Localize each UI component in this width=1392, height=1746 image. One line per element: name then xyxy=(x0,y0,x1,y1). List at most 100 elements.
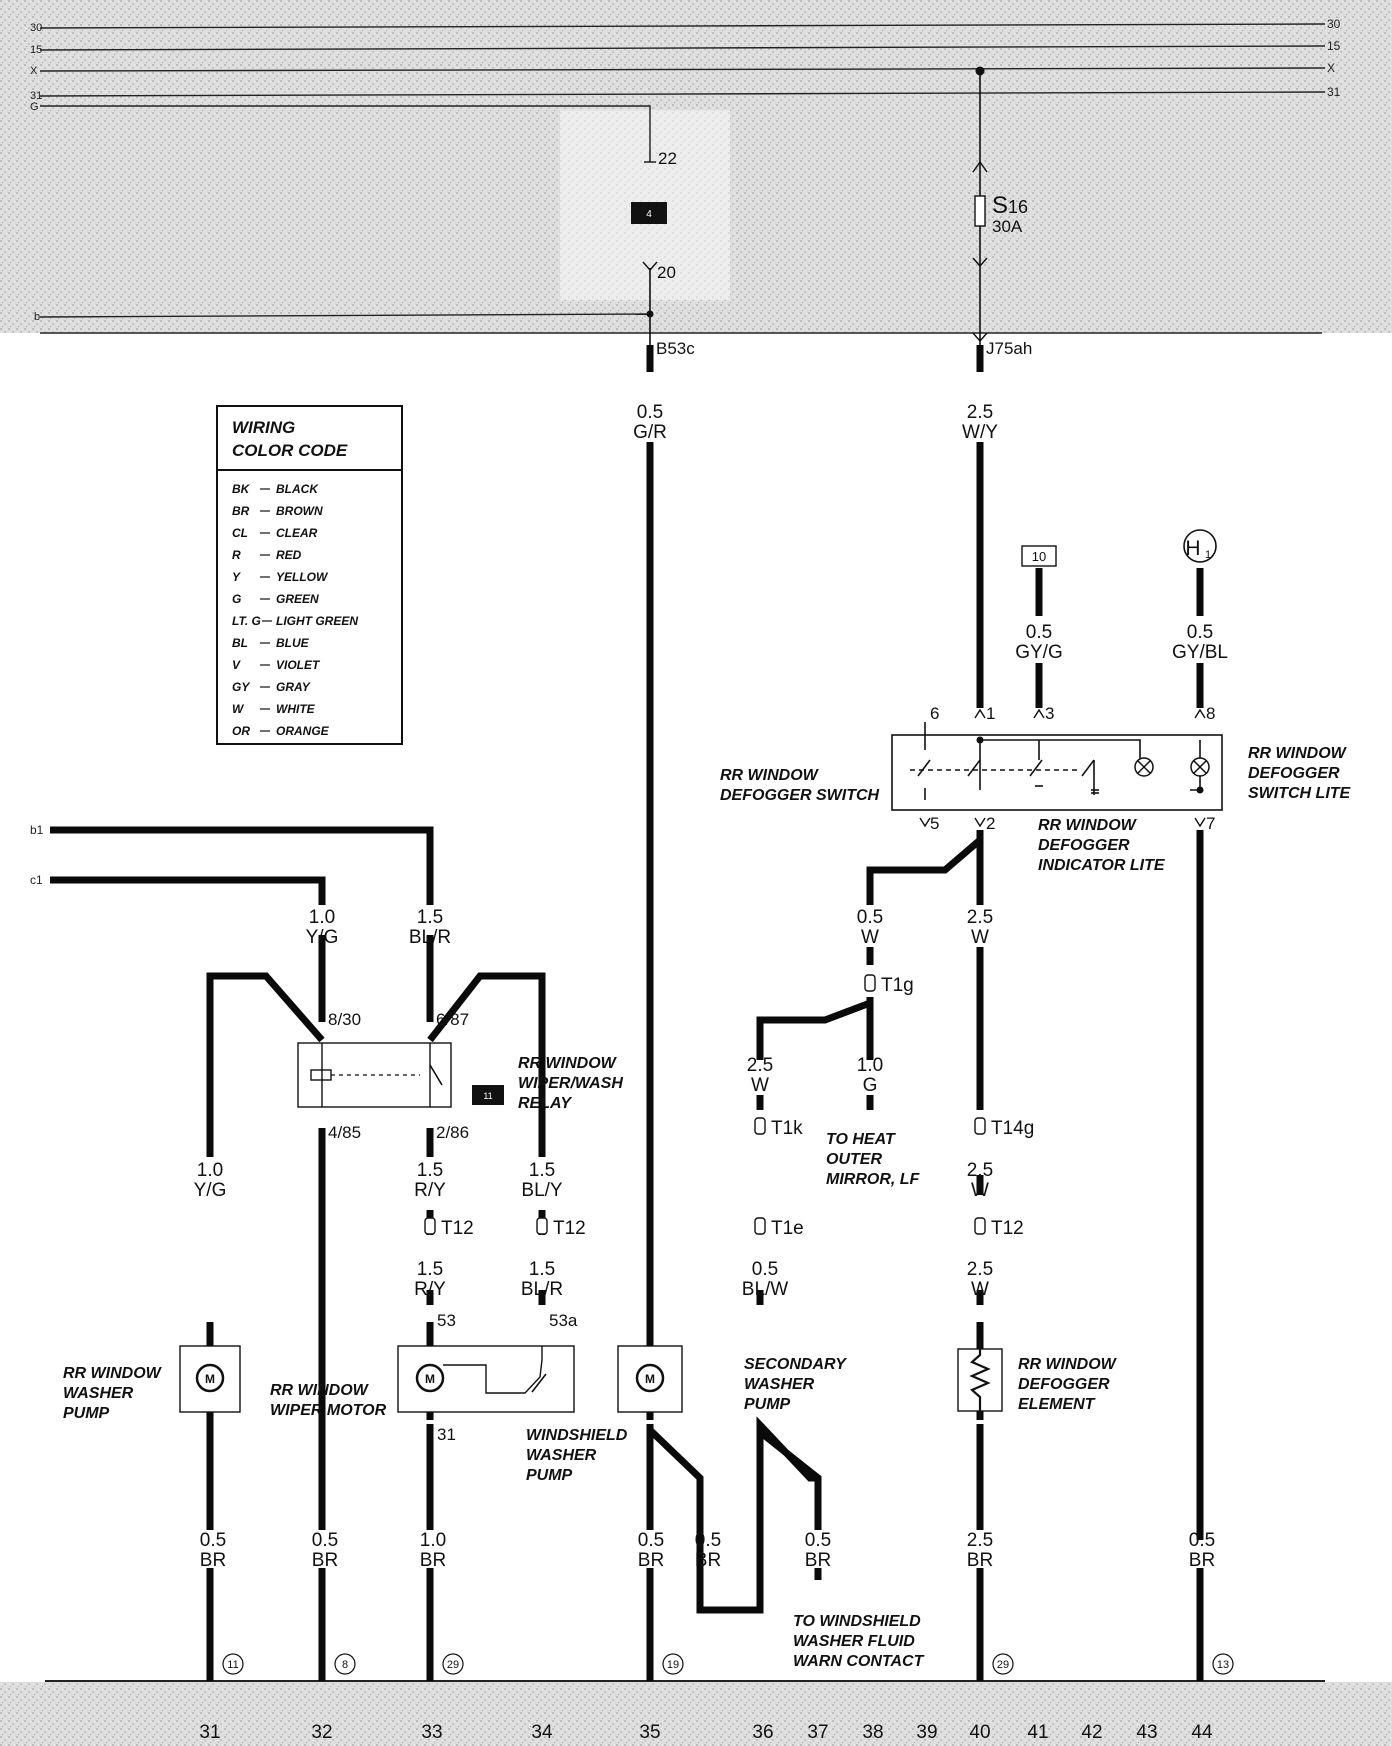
ground-wire-33-size: 1.0 xyxy=(420,1530,446,1551)
ground-ref-19: 19 xyxy=(667,1659,679,1671)
ground-wire-35b-color: BR xyxy=(695,1550,721,1571)
column-31: 31 xyxy=(199,1722,220,1743)
terminal-t14g: T14g xyxy=(991,1118,1034,1139)
bus-label-30-right: 30 xyxy=(1327,17,1341,31)
bus-label-15-right: 15 xyxy=(1327,39,1341,53)
ground-ref-13: 13 xyxy=(1217,1659,1229,1671)
switch-pin-3: 3 xyxy=(1045,704,1054,723)
bus-label-30-left: 30 xyxy=(30,22,42,34)
column-41: 41 xyxy=(1027,1722,1048,1743)
legend-code-br: BR xyxy=(232,504,250,518)
relay-coil-icon xyxy=(310,1069,332,1081)
wire-32-size: 1.0 xyxy=(309,907,335,928)
column-37: 37 xyxy=(807,1722,828,1743)
defogger-element-label-2: DEFOGGER xyxy=(1018,1376,1110,1393)
wiper-motor-label-2: WIPER MOTOR xyxy=(270,1402,387,1419)
indicator-lite-label-2: DEFOGGER xyxy=(1038,837,1130,854)
legend-code-bk: BK xyxy=(232,482,251,496)
wire-40-14g-size: 2.5 xyxy=(967,1160,993,1181)
terminal-t1k: T1k xyxy=(771,1118,803,1139)
wire-36-size: 2.5 xyxy=(747,1055,773,1076)
to-heat-label-3: MIRROR, LF xyxy=(826,1171,921,1188)
relay-pin-4-85: 4/85 xyxy=(328,1123,361,1142)
wire-33low-color: R/Y xyxy=(414,1279,446,1300)
legend-code-y: Y xyxy=(232,570,241,584)
connector-c1: c1 xyxy=(30,873,43,887)
legend-code-g: G xyxy=(232,592,241,606)
switch-pin-6: 6 xyxy=(930,704,939,723)
wire-36-color: W xyxy=(751,1075,769,1096)
legend-title-line1: WIRING xyxy=(232,418,295,437)
wiper-wash-relay: 11 8/30 6/87 4/85 2/86 RR WINDOW WIPER/W… xyxy=(297,1010,623,1142)
connector-box-10 xyxy=(1021,545,1057,567)
windshield-washer-pump: M xyxy=(617,1345,683,1413)
wire-40-14g-color: W xyxy=(971,1180,989,1201)
relay-pin-6-87: 6/87 xyxy=(436,1010,469,1029)
column-33: 33 xyxy=(421,1722,442,1743)
wiring-color-legend: WIRING COLOR CODE BK BLACK BR BROWN CL C… xyxy=(216,405,403,745)
defogger-heater-icon xyxy=(969,1340,991,1420)
wiper-motor: M xyxy=(397,1345,575,1413)
relay-position-box xyxy=(631,202,667,224)
ground-wire-33-color: BR xyxy=(420,1550,446,1571)
fuse-connector-bottom xyxy=(972,257,988,268)
legend-name-y: YELLOW xyxy=(276,570,329,584)
ground-ref-8: 8 xyxy=(342,1659,348,1671)
ground-ref-29a: 29 xyxy=(447,1659,459,1671)
terminal-t1e-icon xyxy=(754,1217,766,1235)
to-heat-label-1: TO HEAT xyxy=(826,1131,896,1148)
legend-name-ltg: LIGHT GREEN xyxy=(276,614,358,628)
indicator-lite-label-3: INDICATOR LITE xyxy=(1038,857,1166,874)
switch-lite-lamp-icon xyxy=(1190,757,1210,777)
legend-code-or: OR xyxy=(232,724,250,738)
column-34: 34 xyxy=(531,1722,553,1743)
terminal-connectors xyxy=(424,974,986,1235)
defogger-switch-label-2: DEFOGGER SWITCH xyxy=(720,787,880,804)
defogger-switch-label-1: RR WINDOW xyxy=(720,767,820,784)
bus-label-x-left: X xyxy=(30,65,38,77)
to-windshield-label-1: TO WINDSHIELD xyxy=(793,1613,921,1630)
column-numbers: 31 32 33 34 35 36 37 38 39 40 41 42 43 4… xyxy=(199,1722,1213,1743)
component-pin-labels: 53 53a 31 xyxy=(437,1311,578,1444)
switch-pin-8: 8 xyxy=(1206,704,1215,723)
defogger-element xyxy=(957,1340,1003,1420)
ground-wire-35a-color: BR xyxy=(638,1550,664,1571)
legend-dashes xyxy=(260,488,272,732)
ground-wire-37-color: BR xyxy=(805,1550,831,1571)
switch-pin-arrows xyxy=(919,708,1206,828)
wire-37-color: BL/W xyxy=(742,1279,789,1300)
switch-contacts xyxy=(910,722,1201,800)
relay-label-2: WIPER/WASH xyxy=(518,1075,623,1092)
legend-name-or: ORANGE xyxy=(276,724,330,738)
connector-b53c: B53c xyxy=(656,339,695,358)
terminal-t1g: T1g xyxy=(881,975,914,996)
bus-label-x-right: X xyxy=(1327,61,1335,75)
wire-35-color: G/R xyxy=(633,422,667,443)
wire-38-size: 0.5 xyxy=(857,907,883,928)
wiper-motor-label-1: RR WINDOW xyxy=(270,1382,370,1399)
wire-31-size: 1.0 xyxy=(197,1160,223,1181)
component-labels: RR WINDOW WASHER PUMP RR WINDOW WIPER MO… xyxy=(63,1131,1118,1670)
washer-pump-motor-m: M xyxy=(205,1372,215,1386)
column-32: 32 xyxy=(311,1722,332,1743)
windshield-pump-label-1: WINDSHIELD xyxy=(526,1427,628,1444)
wire-41-size: 0.5 xyxy=(1026,622,1052,643)
ground-wire-40-size: 2.5 xyxy=(967,1530,993,1551)
fuse-s16-symbol xyxy=(974,195,986,227)
terminal-t1g-icon xyxy=(864,974,876,992)
terminal-t12-a-icon xyxy=(424,1217,436,1235)
column-40: 40 xyxy=(969,1722,990,1743)
ground-22-symbol xyxy=(644,150,656,163)
ground-22-label: 22 xyxy=(658,149,677,168)
bus-label-15-left: 15 xyxy=(30,44,42,56)
wire-33mid-color: R/Y xyxy=(414,1180,446,1201)
switch-pin-5: 5 xyxy=(930,814,939,833)
wire-34mid-size: 1.5 xyxy=(529,1160,555,1181)
switch-lite-label-1: RR WINDOW xyxy=(1248,745,1348,762)
relay-position-11 xyxy=(472,1085,504,1105)
secondary-pump-label-2: WASHER xyxy=(744,1376,815,1393)
bus-label-g-left: G xyxy=(30,101,39,113)
ground-wire-31-color: BR xyxy=(200,1550,226,1571)
connector-h1-sub: 1 xyxy=(1205,549,1211,561)
